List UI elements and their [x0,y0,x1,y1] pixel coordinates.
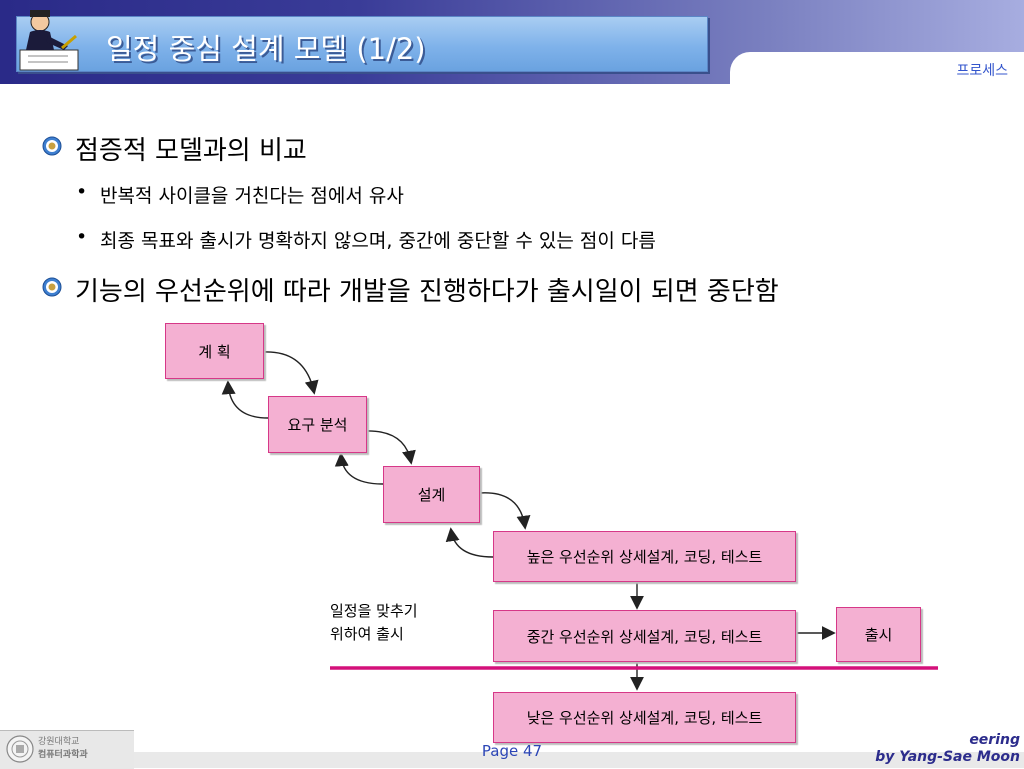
footer-strip [134,752,1024,768]
arrow-plan-to-requirements [262,351,319,395]
schedule-note-line2: 위하여 출시 [330,625,404,643]
header-tab-shape [730,52,1024,92]
box-design: 설계 [383,466,480,523]
arrow-design-to-high [478,492,531,530]
page-title: 일정 중심 설계 모델 (1/2) [106,32,426,66]
bullet-dot: • [76,226,88,248]
course-title-partial: eering [969,732,1020,748]
bullet-1-text: 점증적 모델과의 비교 [75,136,307,166]
box-release: 출시 [836,607,921,662]
man-writing-icon [19,10,79,71]
box-requirements: 요구 분석 [268,396,367,453]
box-high-priority: 높은 우선순위 상세설계, 코딩, 테스트 [493,531,796,582]
logo-line-1: 강원대학교 [38,737,80,747]
bullet-seal-icon [42,277,62,297]
box-mid-priority: 중간 우선순위 상세설계, 코딩, 테스트 [493,610,796,662]
arrow-requirements-back-to-plan [221,380,269,419]
bullet-2-text: 기능의 우선순위에 따라 개발을 진행하다가 출시일이 되면 중단함 [75,277,779,307]
arrow-design-back-to-requirements [334,452,384,485]
title-bar [16,16,708,72]
footer-credits: eering by Yang-Sae Moon [875,732,1020,766]
schedule-note: 일정을 맞추기 위하여 출시 [330,600,418,646]
university-seal-icon [6,735,34,763]
author-credit: by Yang-Sae Moon [875,749,1020,765]
sub-bullet-1-text: 반복적 사이클을 거친다는 점에서 유사 [100,185,404,207]
bullet-dot: • [76,181,88,203]
schedule-note-line1: 일정을 맞추기 [330,602,418,620]
box-plan: 계 획 [165,323,264,379]
logo-line-2: 컴퓨터과학과 [38,750,88,760]
box-low-priority: 낮은 우선순위 상세설계, 코딩, 테스트 [493,692,796,743]
page-number: Page 47 [481,742,543,760]
section-label: 프로세스 [956,63,1008,79]
sub-bullet-2-text: 최종 목표와 출시가 명확하지 않으며, 중간에 중단할 수 있는 점이 다름 [100,230,656,252]
footer-logo-text: 강원대학교 컴퓨터과학과 [38,736,88,762]
arrow-requirements-to-design [365,430,416,465]
bullet-seal-icon [42,136,62,156]
arrow-high-back-to-design [445,527,494,558]
